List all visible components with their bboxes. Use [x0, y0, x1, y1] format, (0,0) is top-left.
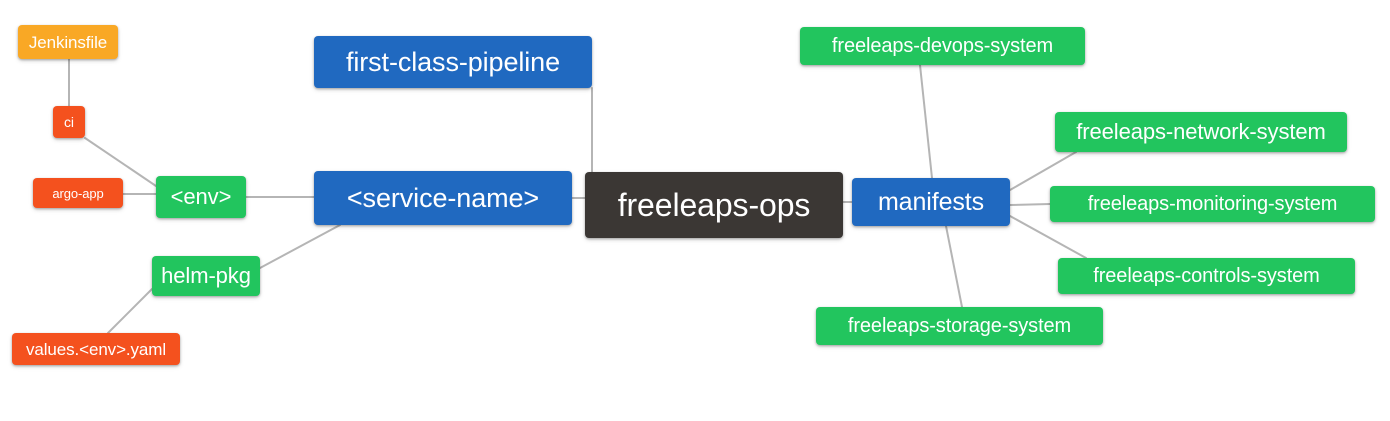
node-storage[interactable]: freeleaps-storage-system [816, 307, 1103, 345]
node-label-ci: ci [64, 114, 74, 130]
node-service[interactable]: <service-name> [314, 171, 572, 225]
node-label-helmpkg: helm-pkg [161, 263, 251, 288]
node-label-pipeline: first-class-pipeline [345, 46, 561, 77]
node-label-network: freeleaps-network-system [1076, 119, 1326, 144]
node-monitoring[interactable]: freeleaps-monitoring-system [1050, 186, 1375, 222]
node-env[interactable]: <env> [156, 176, 246, 218]
edge-manifests-to-controls [1009, 215, 1087, 259]
node-manifests[interactable]: manifests [852, 178, 1010, 226]
node-valuesyaml[interactable]: values.<env>.yaml [12, 333, 180, 365]
node-label-env: <env> [170, 184, 232, 209]
node-ci[interactable]: ci [53, 106, 85, 138]
node-label-controls: freeleaps-controls-system [1093, 265, 1320, 287]
node-label-jenkins: Jenkinsfile [28, 32, 108, 52]
edge-service-to-helmpkg [259, 224, 341, 269]
node-network[interactable]: freeleaps-network-system [1055, 112, 1347, 152]
node-label-storage: freeleaps-storage-system [847, 315, 1072, 337]
node-pipeline[interactable]: first-class-pipeline [314, 36, 592, 88]
node-label-argoapp: argo-app [52, 185, 104, 201]
node-label-monitoring: freeleaps-monitoring-system [1087, 193, 1338, 215]
node-jenkins[interactable]: Jenkinsfile [18, 25, 118, 59]
node-controls[interactable]: freeleaps-controls-system [1058, 258, 1355, 294]
edge-manifests-to-devops [919, 64, 933, 179]
node-label-manifests: manifests [877, 187, 985, 216]
edge-helmpkg-to-valuesyaml [107, 288, 153, 334]
node-root[interactable]: freeleaps-ops [585, 172, 843, 238]
edge-manifests-to-monitoring [1009, 203, 1051, 206]
node-label-root: freeleaps-ops [617, 187, 811, 223]
node-label-service: <service-name> [346, 182, 540, 213]
edge-manifests-to-storage [945, 225, 963, 308]
node-label-valuesyaml: values.<env>.yaml [25, 339, 167, 359]
node-devops[interactable]: freeleaps-devops-system [800, 27, 1085, 65]
node-helmpkg[interactable]: helm-pkg [152, 256, 260, 296]
node-argoapp[interactable]: argo-app [33, 178, 123, 208]
node-label-devops: freeleaps-devops-system [831, 35, 1054, 57]
edge-manifests-to-network [1009, 151, 1077, 191]
